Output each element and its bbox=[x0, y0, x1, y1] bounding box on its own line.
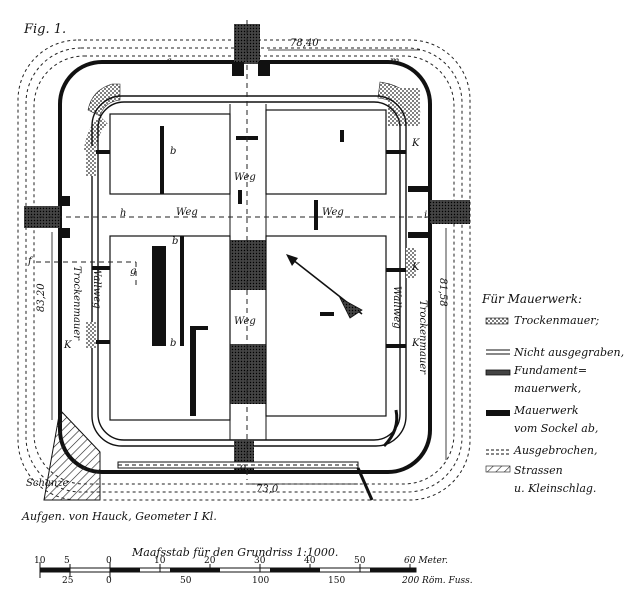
letter-b1: b bbox=[170, 146, 177, 157]
central-street bbox=[229, 104, 267, 440]
legend-item-foundation-2: mauerwerk, bbox=[514, 382, 582, 395]
legend-item-streets-2: u. Kleinschlag. bbox=[514, 482, 597, 495]
letter-g: g bbox=[130, 266, 137, 277]
label-weg-right: Weg bbox=[322, 207, 344, 218]
bottom-wall bbox=[117, 409, 399, 501]
legend-item-not-excavated: Nicht ausgegraben, bbox=[514, 346, 625, 359]
legend-item-dry-wall: Trockenmauer; bbox=[514, 314, 600, 327]
gate-right bbox=[408, 186, 470, 238]
dimension-right: 81,58 bbox=[437, 278, 448, 307]
letter-b3: b bbox=[170, 338, 177, 349]
letter-i: i bbox=[424, 210, 428, 221]
dimension-top: 78,40 bbox=[290, 38, 319, 49]
dimension-left: 83,20 bbox=[36, 283, 47, 312]
legend-item-masonry-2: vom Sockel ab, bbox=[514, 422, 599, 435]
label-wallweg-left: Wallweg bbox=[91, 266, 102, 309]
letter-o: o bbox=[240, 462, 247, 473]
tick-meter: 50 bbox=[354, 556, 366, 566]
scale-bar bbox=[39, 562, 417, 578]
legend-title: Für Mauerwerk: bbox=[482, 292, 583, 306]
tick-meter: 10 bbox=[154, 556, 166, 566]
wallweg-stipple bbox=[86, 146, 416, 348]
figure-label: Fig. 1. bbox=[24, 22, 67, 37]
north-arrow bbox=[286, 254, 363, 319]
letter-f: f bbox=[28, 256, 32, 267]
tick-foot-unit: 200 Röm. Fuss. bbox=[402, 576, 473, 586]
k-mark-left: K bbox=[64, 340, 72, 351]
legend-symbols bbox=[485, 317, 511, 473]
tick-foot: 0 bbox=[106, 576, 112, 586]
scale-title: Maafsstab für den Grundriss 1:1000. bbox=[132, 546, 339, 559]
tick-meter: 10 bbox=[34, 556, 46, 566]
tick-foot: 25 bbox=[62, 576, 74, 586]
tick-meter: 0 bbox=[106, 556, 112, 566]
dimension-lines bbox=[51, 49, 447, 485]
label-schanze: Schanze bbox=[26, 478, 69, 489]
legend-item-removed: Ausgebrochen, bbox=[514, 444, 598, 457]
k-mark-right-top: K bbox=[412, 138, 420, 149]
letter-m: m bbox=[390, 56, 400, 67]
tick-foot: 150 bbox=[328, 576, 346, 586]
tick-meter: 5 bbox=[64, 556, 70, 566]
gate-top bbox=[232, 24, 270, 76]
survey-credit: Aufgen. von Hauck, Geometer I Kl. bbox=[22, 510, 217, 523]
legend-item-streets: Strassen bbox=[514, 464, 563, 477]
tick-foot: 50 bbox=[180, 576, 192, 586]
label-weg-center: Weg bbox=[234, 316, 256, 327]
dimension-bottom: 73,0 bbox=[256, 484, 279, 495]
tick-meter-unit: 60 Meter. bbox=[404, 556, 448, 566]
tick-meter: 40 bbox=[304, 556, 316, 566]
letter-a: a bbox=[166, 56, 172, 67]
tick-meter: 30 bbox=[254, 556, 266, 566]
label-weg-top: Weg bbox=[234, 172, 256, 183]
tick-foot: 100 bbox=[252, 576, 270, 586]
label-trockenmauer-left: Trockenmauer bbox=[71, 266, 82, 341]
tick-meter: 20 bbox=[204, 556, 216, 566]
letter-b2: b bbox=[172, 236, 179, 247]
k-mark-right-bottom: K bbox=[412, 338, 420, 349]
letter-h: h bbox=[120, 208, 127, 219]
legend-item-masonry: Mauerwerk bbox=[514, 404, 579, 417]
cross-walls bbox=[92, 150, 406, 348]
k-mark-right-middle: K bbox=[412, 262, 420, 273]
label-weg-left: Weg bbox=[176, 207, 198, 218]
schanze-area bbox=[43, 408, 101, 501]
dry-wall-band bbox=[84, 81, 421, 150]
survey-lines bbox=[30, 20, 470, 480]
label-wallweg-right: Wallweg bbox=[391, 286, 402, 329]
legend-item-foundation: Fundament= bbox=[514, 364, 588, 377]
